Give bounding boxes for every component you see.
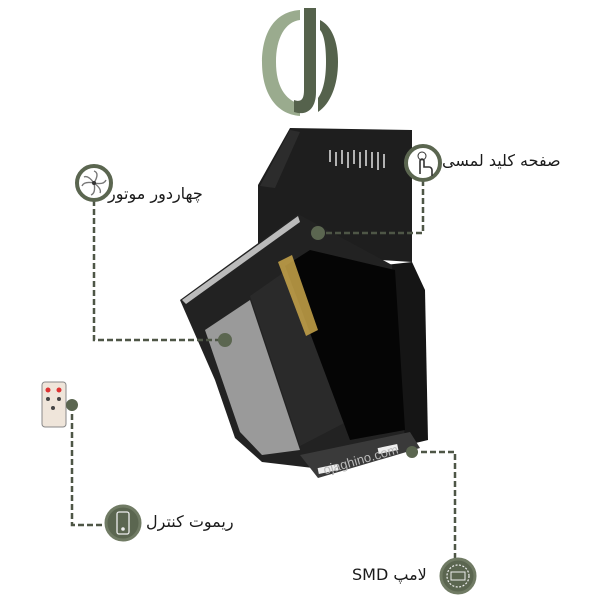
connector-dots — [66, 226, 418, 458]
range-hood — [180, 128, 428, 478]
feature-label-remote: ریموت کنترل — [146, 512, 234, 531]
brand-logo — [262, 8, 338, 116]
touch-hand-icon — [404, 144, 442, 182]
feature-label-touch: صفحه کلید لمسی — [442, 151, 561, 170]
fan-icon — [75, 164, 113, 202]
connector-lines — [70, 180, 457, 560]
remote-photo — [41, 381, 67, 428]
remote-icon — [104, 504, 142, 542]
feature-label-motor: چهاردور موتور — [108, 184, 203, 203]
feature-label-smd: لامپ SMD — [352, 565, 427, 584]
smd-chip-icon — [439, 557, 477, 595]
